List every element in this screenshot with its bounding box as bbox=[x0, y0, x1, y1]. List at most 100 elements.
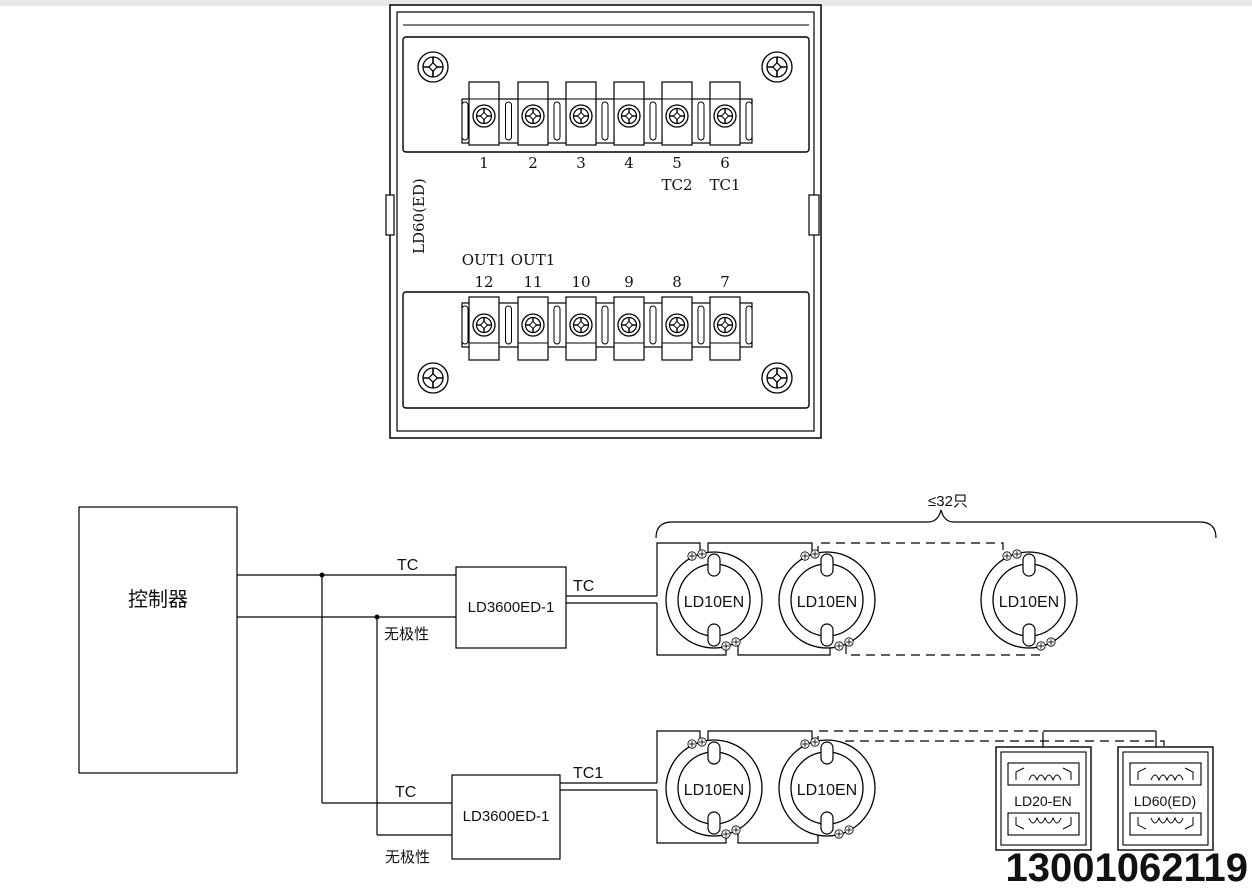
detector-screw-icon bbox=[810, 549, 820, 559]
terminal-number: 6 bbox=[720, 154, 730, 172]
detector-screw-icon bbox=[800, 551, 810, 561]
bus-nonpolar-label-top: 无极性 bbox=[384, 626, 429, 643]
module-label-top: LD3600ED-1 bbox=[468, 599, 555, 616]
terminal-8: 8 bbox=[661, 273, 693, 361]
phone-number: 13001062119 bbox=[1006, 846, 1249, 890]
detector-ld10en: LD10EN bbox=[980, 549, 1078, 651]
detector-screw-icon bbox=[834, 641, 844, 651]
module-box-bottom bbox=[451, 774, 561, 860]
controller-label: 控制器 bbox=[128, 588, 188, 611]
terminal-sublabel: TC2 bbox=[661, 176, 692, 194]
extra-module-layer: LD20-EN LD60(ED) bbox=[995, 746, 1214, 851]
detector-screw-icon bbox=[697, 549, 707, 559]
detector-screw-icon bbox=[731, 825, 741, 835]
terminal-screw-icon bbox=[713, 313, 737, 337]
extra-module-1: LD60(ED) bbox=[1117, 746, 1214, 851]
terminal-number: 2 bbox=[528, 154, 538, 172]
detector-layer: LD10EN LD10EN LD10EN LD10EN LD10EN bbox=[665, 549, 1078, 839]
terminal-number: 8 bbox=[672, 273, 682, 291]
terminal-3: 3 bbox=[565, 81, 597, 172]
detector-label: LD10EN bbox=[999, 594, 1059, 611]
bus-nonpolar-label-bottom: 无极性 bbox=[385, 849, 430, 866]
detector-label: LD10EN bbox=[797, 594, 857, 611]
terminal-screw-icon bbox=[569, 313, 593, 337]
detector-screw-icon bbox=[697, 737, 707, 747]
detector-ld10en: LD10EN bbox=[665, 549, 763, 651]
terminal-10: 10 bbox=[565, 273, 597, 361]
terminal-number: 10 bbox=[571, 273, 590, 291]
detector-label: LD10EN bbox=[797, 782, 857, 799]
terminal-11: 11 OUT1 bbox=[511, 251, 556, 361]
terminal-number: 5 bbox=[672, 154, 682, 172]
module-box-top bbox=[455, 566, 567, 649]
terminal-screw-icon bbox=[617, 313, 641, 337]
terminal-sublabel: OUT1 bbox=[462, 251, 507, 269]
terminal-sublabel: TC1 bbox=[709, 176, 740, 194]
bottom-terminal-block: 12 OUT1 11 OUT1 10 9 8 7 bbox=[461, 251, 753, 361]
terminal-2: 2 bbox=[517, 81, 549, 172]
terminal-number: 3 bbox=[576, 154, 586, 172]
detector-screw-icon bbox=[1036, 641, 1046, 651]
terminal-12: 12 OUT1 bbox=[462, 251, 507, 361]
terminal-screw-icon bbox=[665, 104, 689, 128]
terminal-1: 1 bbox=[468, 81, 500, 172]
junction-dot bbox=[374, 614, 380, 620]
terminal-number: 1 bbox=[479, 154, 489, 172]
detector-screw-icon bbox=[834, 829, 844, 839]
extra-module-label: LD60(ED) bbox=[1134, 793, 1196, 809]
terminal-number: 9 bbox=[624, 273, 634, 291]
terminal-screw-icon bbox=[569, 104, 593, 128]
detector-screw-icon bbox=[844, 637, 854, 647]
detector-ld10en: LD10EN bbox=[778, 549, 876, 651]
terminal-screw-icon bbox=[665, 313, 689, 337]
terminal-number: 12 bbox=[474, 273, 493, 291]
terminal-4: 4 bbox=[613, 81, 645, 172]
terminal-number: 11 bbox=[523, 273, 542, 291]
corner-screw-icon bbox=[761, 362, 793, 394]
detector-screw-icon bbox=[687, 551, 697, 561]
terminal-number: 4 bbox=[624, 154, 634, 172]
extra-module-0: LD20-EN bbox=[995, 746, 1092, 851]
detector-ld10en: LD10EN bbox=[665, 737, 763, 839]
detector-screw-icon bbox=[687, 739, 697, 749]
terminal-screw-icon bbox=[472, 104, 496, 128]
detector-screw-icon bbox=[1002, 551, 1012, 561]
out-label-top: TC bbox=[573, 578, 594, 595]
detector-screw-icon bbox=[1046, 637, 1056, 647]
terminal-screw-icon bbox=[521, 313, 545, 337]
wiring-diagram bbox=[78, 506, 1217, 860]
detector-screw-icon bbox=[721, 641, 731, 651]
controller-box bbox=[78, 506, 238, 774]
detector-screw-icon bbox=[844, 825, 854, 835]
terminal-screw-icon bbox=[472, 313, 496, 337]
top-strip bbox=[0, 0, 1252, 6]
detector-screw-icon bbox=[810, 737, 820, 747]
detector-screw-icon bbox=[731, 637, 741, 647]
terminal-screw-icon bbox=[713, 104, 737, 128]
detector-label: LD10EN bbox=[684, 782, 744, 799]
junction-dot bbox=[319, 572, 325, 578]
terminal-sublabel: OUT1 bbox=[511, 251, 556, 269]
corner-screw-icon bbox=[417, 51, 449, 83]
bus-tc-label-top: TC bbox=[397, 557, 418, 574]
terminal-screw-icon bbox=[521, 104, 545, 128]
module-label-bottom: LD3600ED-1 bbox=[463, 808, 550, 825]
detector-label: LD10EN bbox=[684, 594, 744, 611]
panel-model-label: LD60(ED) bbox=[410, 178, 428, 254]
terminal-number: 7 bbox=[720, 273, 730, 291]
detector-screw-icon bbox=[1012, 549, 1022, 559]
count-brace bbox=[655, 509, 1217, 539]
bus-tc-label-bottom: TC bbox=[395, 784, 416, 801]
detector-ld10en: LD10EN bbox=[778, 737, 876, 839]
detector-screw-icon bbox=[800, 739, 810, 749]
extra-module-label: LD20-EN bbox=[1014, 793, 1072, 809]
terminal-9: 9 bbox=[613, 273, 645, 361]
out-label-bottom: TC1 bbox=[573, 765, 603, 782]
terminal-7: 7 bbox=[709, 273, 741, 361]
